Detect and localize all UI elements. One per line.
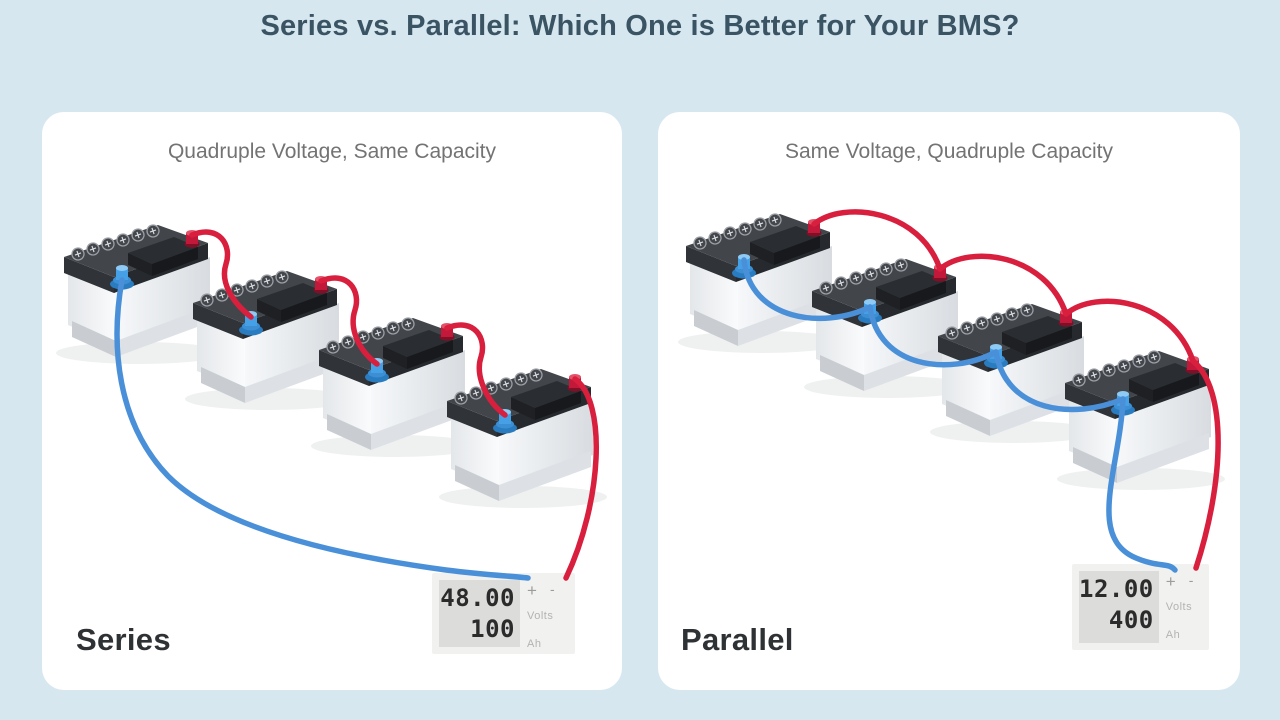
series-battery-meter: 48.00 100 + - Volts Ah xyxy=(432,573,575,654)
positive-wire xyxy=(189,229,254,320)
meter-terminals: + - Volts Ah xyxy=(1166,571,1208,643)
plus-terminal-symbol: + xyxy=(1165,572,1176,591)
parallel-panel-subtitle: Same Voltage, Quadruple Capacity xyxy=(784,140,1114,163)
battery xyxy=(310,315,480,458)
voltage-value: 48.00 xyxy=(440,584,515,612)
positive-wire xyxy=(937,253,1069,317)
minus-terminal-symbol: - xyxy=(549,581,555,597)
parallel-battery-meter: 12.00 400 + - Volts Ah xyxy=(1072,564,1209,650)
positive-wire xyxy=(811,209,943,272)
ah-label: Ah xyxy=(527,638,542,650)
volts-label: Volts xyxy=(527,610,554,622)
series-panel-subtitle: Quadruple Voltage, Same Capacity xyxy=(167,140,497,163)
plus-terminal-symbol: + xyxy=(527,581,537,600)
battery xyxy=(55,222,225,365)
positive-wire-to-meter xyxy=(563,376,599,581)
ah-label: Ah xyxy=(1165,629,1181,641)
battery xyxy=(677,211,847,354)
meter-display: 48.00 100 xyxy=(439,580,520,647)
positive-wire xyxy=(318,275,380,367)
voltage-value: 12.00 xyxy=(1079,575,1154,603)
capacity-value: 400 xyxy=(1108,606,1154,635)
battery xyxy=(929,301,1099,444)
positive-wire-to-meter xyxy=(1190,358,1221,571)
minus-terminal-symbol: - xyxy=(1188,572,1194,588)
capacity-value: 100 xyxy=(470,615,515,644)
meter-terminals: + - Volts Ah xyxy=(527,580,569,650)
series-label: Series xyxy=(76,622,171,657)
negative-wire xyxy=(741,257,873,321)
parallel-panel: Same Voltage, Quadruple Capacity 12.00 4… xyxy=(658,112,1240,690)
negative-wire-to-meter xyxy=(1106,396,1178,573)
positive-wire xyxy=(1063,298,1196,364)
battery xyxy=(1056,348,1226,491)
negative-wire xyxy=(867,304,999,368)
parallel-label: Parallel xyxy=(681,622,794,657)
negative-wire-to-meter xyxy=(114,277,531,581)
battery xyxy=(438,366,608,509)
battery xyxy=(803,256,973,399)
series-panel: Quadruple Voltage, Same Capacity 48.00 1… xyxy=(42,112,622,690)
negative-wire xyxy=(993,349,1126,413)
page-title: Series vs. Parallel: Which One is Better… xyxy=(260,10,1020,42)
meter-display: 12.00 400 xyxy=(1079,571,1159,643)
volts-label: Volts xyxy=(1165,601,1193,613)
battery xyxy=(184,268,354,411)
positive-wire xyxy=(444,322,508,418)
